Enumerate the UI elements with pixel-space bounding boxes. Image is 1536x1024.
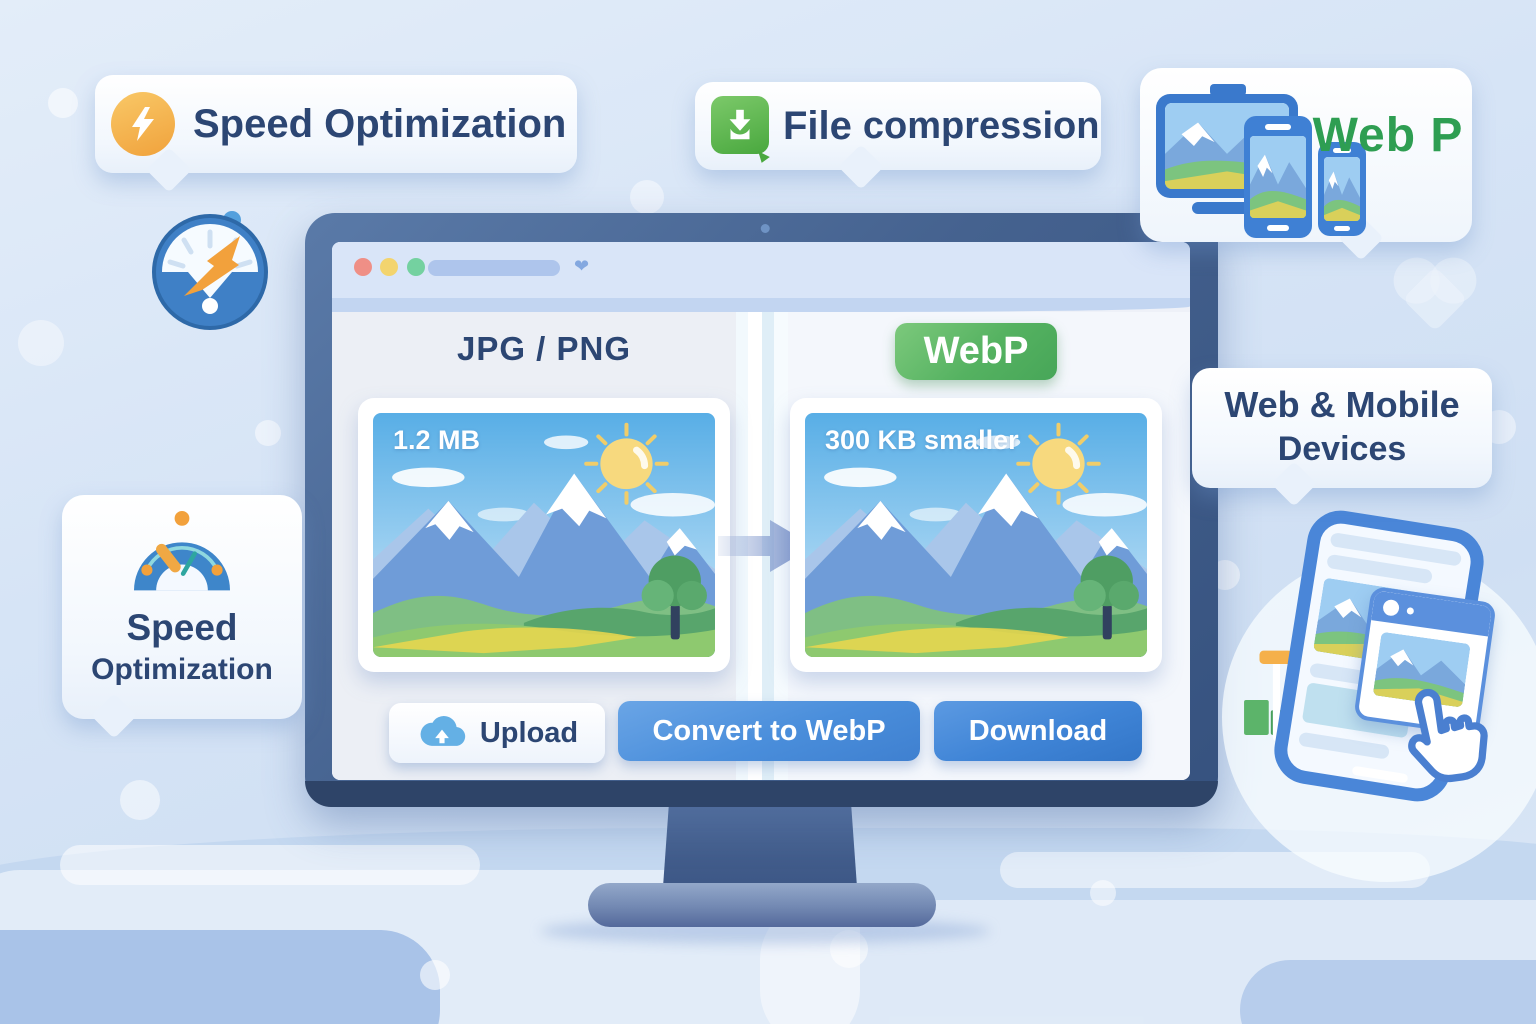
upload-button[interactable]: Upload bbox=[389, 703, 605, 763]
webp-badge-label: WebP bbox=[923, 330, 1029, 372]
web-mobile-line2: Devices bbox=[1277, 430, 1407, 468]
speed-optimization-top-label: Speed Optimization bbox=[193, 101, 567, 146]
webp-panel-label: Web P bbox=[1312, 109, 1464, 162]
file-compression-bubble: File compression bbox=[695, 82, 1101, 190]
toolbar-shadow-strip bbox=[332, 298, 1190, 312]
convert-to-webp-button[interactable]: Convert to WebP bbox=[618, 701, 920, 761]
file-download-icon bbox=[711, 96, 770, 163]
convert-button-label: Convert to WebP bbox=[652, 714, 886, 747]
small-phone-icon bbox=[1318, 142, 1366, 236]
download-button[interactable]: Download bbox=[934, 701, 1142, 761]
monitor-stand-base bbox=[588, 883, 936, 927]
source-image: 1.2 MB bbox=[373, 413, 715, 657]
web-mobile-line1: Web & Mobile bbox=[1224, 384, 1460, 425]
browser-toolbar: ❤ bbox=[332, 242, 1190, 298]
speed-optimization-bubble-left: Speed Optimization bbox=[62, 495, 302, 739]
cursor-hand-icon[interactable] bbox=[1391, 676, 1501, 792]
webcam-dot-icon bbox=[760, 224, 770, 233]
address-bar[interactable] bbox=[428, 260, 560, 276]
monitor: ❤ JPG / PNG bbox=[305, 213, 1218, 807]
source-format-title: JPG / PNG bbox=[456, 330, 632, 367]
monitor-stand-neck bbox=[663, 805, 857, 887]
result-image-card: 300 KB smaller bbox=[790, 398, 1162, 672]
web-mobile-devices-bubble: Web & Mobile Devices bbox=[1192, 368, 1492, 507]
chevron-down-icon[interactable]: ❤ bbox=[574, 256, 590, 276]
lightning-icon bbox=[111, 92, 175, 156]
webp-devices-panel: Web P bbox=[1140, 68, 1472, 261]
speed-optimization-bubble-top: Speed Optimization bbox=[95, 75, 577, 193]
camera-lens-icon bbox=[1382, 598, 1401, 617]
cloud-upload-icon bbox=[416, 715, 468, 751]
source-size-label: 1.2 MB bbox=[393, 425, 481, 455]
window-close-dot[interactable] bbox=[354, 258, 372, 276]
tablet-camera-tab bbox=[1210, 84, 1246, 96]
window-minimize-dot[interactable] bbox=[380, 258, 398, 276]
source-image-card: 1.2 MB bbox=[358, 398, 730, 672]
camera-dot-icon bbox=[1406, 607, 1415, 615]
result-image: 300 KB smaller bbox=[805, 413, 1147, 657]
file-compression-label-word2: compression bbox=[862, 104, 1100, 147]
download-button-label: Download bbox=[968, 714, 1108, 747]
file-compression-label-word1: File bbox=[783, 103, 852, 148]
speed-left-line1: Speed bbox=[126, 607, 238, 648]
speed-left-line2: Optimization bbox=[91, 653, 273, 686]
heart-decor-icon bbox=[1402, 266, 1468, 332]
window-zoom-dot[interactable] bbox=[407, 258, 425, 276]
browser-window: ❤ JPG / PNG bbox=[332, 242, 1190, 780]
medium-phone-icon bbox=[1244, 116, 1312, 238]
gauge-icon bbox=[122, 509, 242, 597]
webp-format-badge: WebP bbox=[895, 323, 1057, 380]
upload-button-label: Upload bbox=[479, 716, 579, 749]
result-size-label: 300 KB smaller bbox=[825, 425, 1019, 455]
speedometer-icon bbox=[150, 206, 270, 332]
